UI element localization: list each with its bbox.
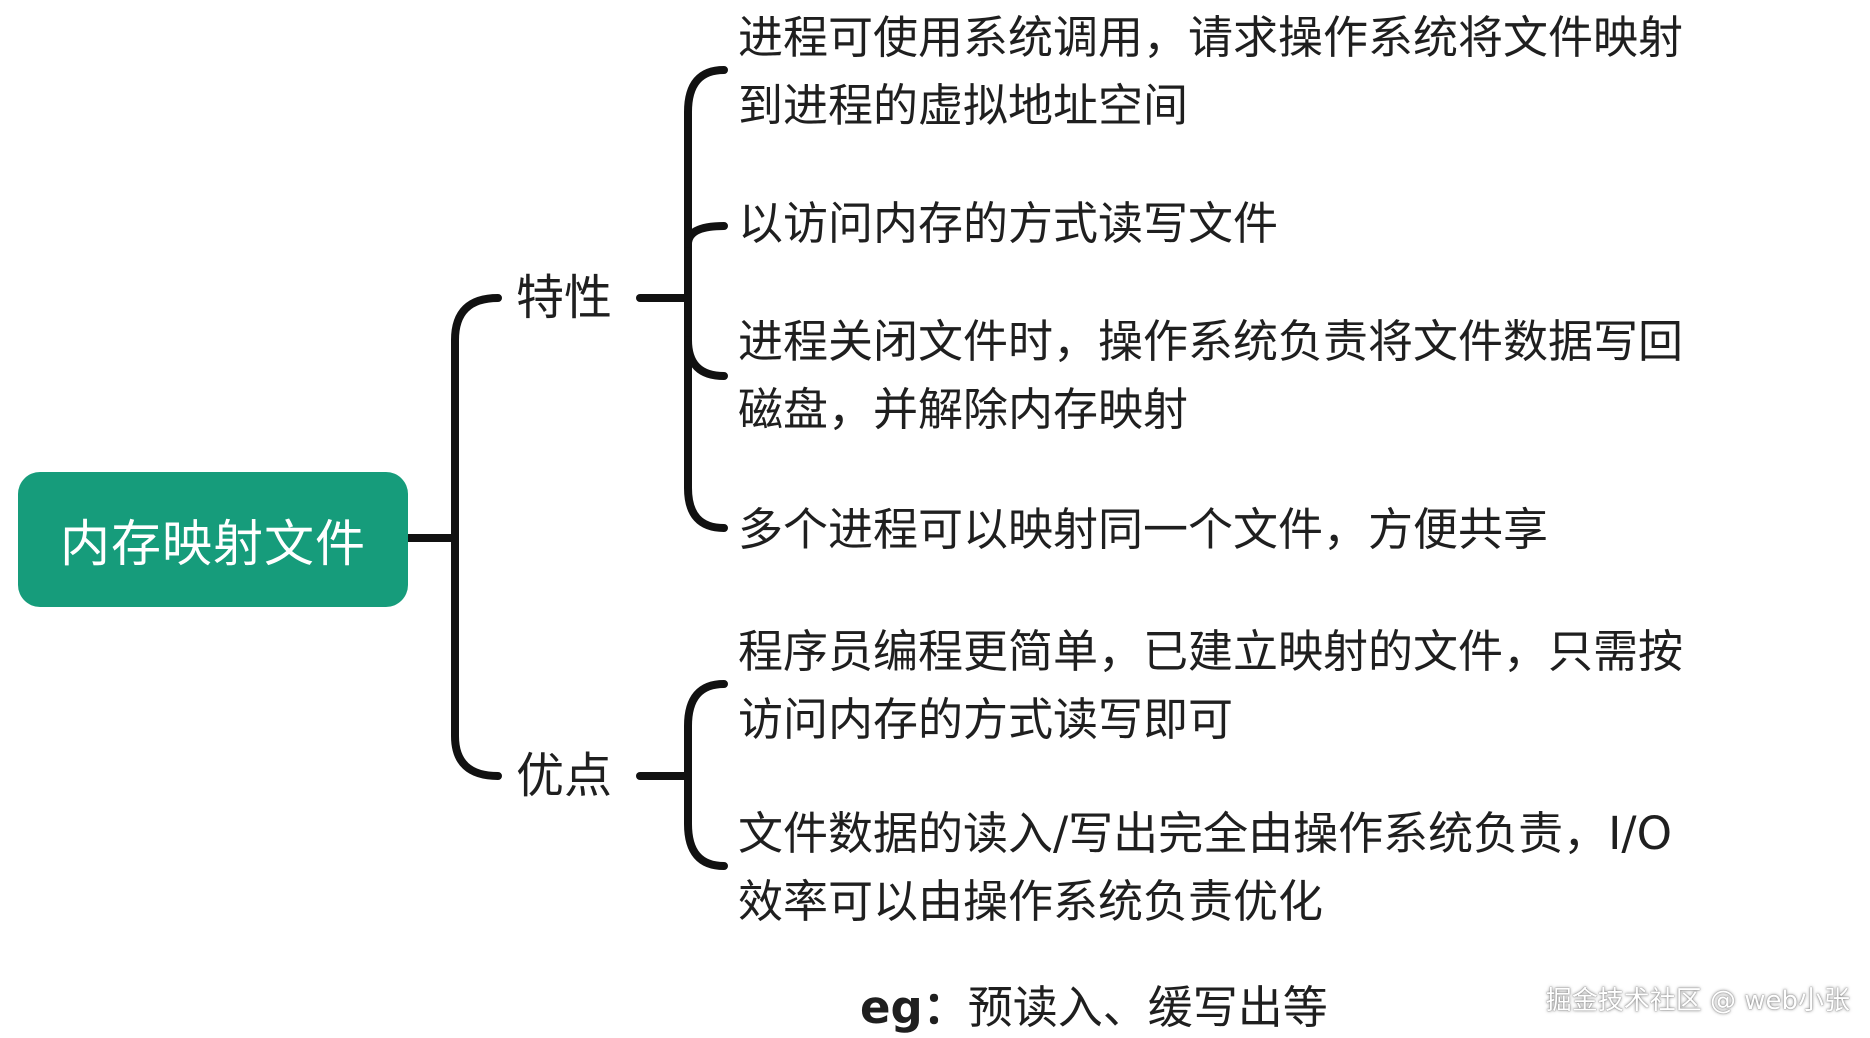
features-bracket — [684, 66, 728, 532]
leaf-advantage-io: 文件数据的读入/写出完全由操作系统负责，I/O 效率可以由操作系统负责优化 — [738, 800, 1863, 936]
watermark: 掘金技术社区 @ web小张 — [1545, 986, 1850, 1016]
footnote-prefix: eg： — [860, 981, 968, 1034]
leaf-line: 文件数据的读入/写出完全由操作系统负责，I/O — [738, 807, 1673, 860]
leaf-feature-sharing: 多个进程可以映射同一个文件，方便共享 — [738, 496, 1863, 564]
features-tick-3 — [684, 336, 728, 380]
leaf-line: 进程关闭文件时，操作系统负责将文件数据写回 — [738, 315, 1684, 368]
branch-advantages: 优点 — [516, 746, 612, 806]
leaf-line: 多个进程可以映射同一个文件，方便共享 — [738, 503, 1549, 556]
leaf-line: 访问内存的方式读写即可 — [738, 693, 1234, 746]
branch-features: 特性 — [516, 268, 612, 328]
leaf-feature-memory-access: 以访问内存的方式读写文件 — [738, 190, 1863, 258]
main-bracket — [451, 294, 502, 780]
advantages-bracket — [684, 680, 728, 870]
features-tick-2 — [684, 222, 728, 248]
leaf-feature-syscall: 进程可使用系统调用，请求操作系统将文件映射 到进程的虚拟地址空间 — [738, 4, 1863, 140]
leaf-line: 程序员编程更简单，已建立映射的文件，只需按 — [738, 625, 1684, 678]
leaf-feature-close-writeback: 进程关闭文件时，操作系统负责将文件数据写回 磁盘，并解除内存映射 — [738, 308, 1863, 444]
leaf-line: 进程可使用系统调用，请求操作系统将文件映射 — [738, 11, 1684, 64]
leaf-line: 效率可以由操作系统负责优化 — [738, 875, 1324, 928]
footnote-text: 预读入、缓写出等 — [967, 981, 1328, 1034]
footnote: eg：预读入、缓写出等 — [860, 978, 1328, 1038]
branch-advantages-label: 优点 — [516, 748, 613, 804]
leaf-line: 到进程的虚拟地址空间 — [738, 79, 1189, 132]
leaf-line: 磁盘，并解除内存映射 — [738, 383, 1189, 436]
root-node: 内存映射文件 — [18, 472, 408, 607]
leaf-line: 以访问内存的方式读写文件 — [738, 197, 1279, 250]
branch-features-label: 特性 — [516, 270, 613, 326]
root-label: 内存映射文件 — [60, 514, 366, 573]
leaf-advantage-simpler: 程序员编程更简单，已建立映射的文件，只需按 访问内存的方式读写即可 — [738, 618, 1863, 754]
